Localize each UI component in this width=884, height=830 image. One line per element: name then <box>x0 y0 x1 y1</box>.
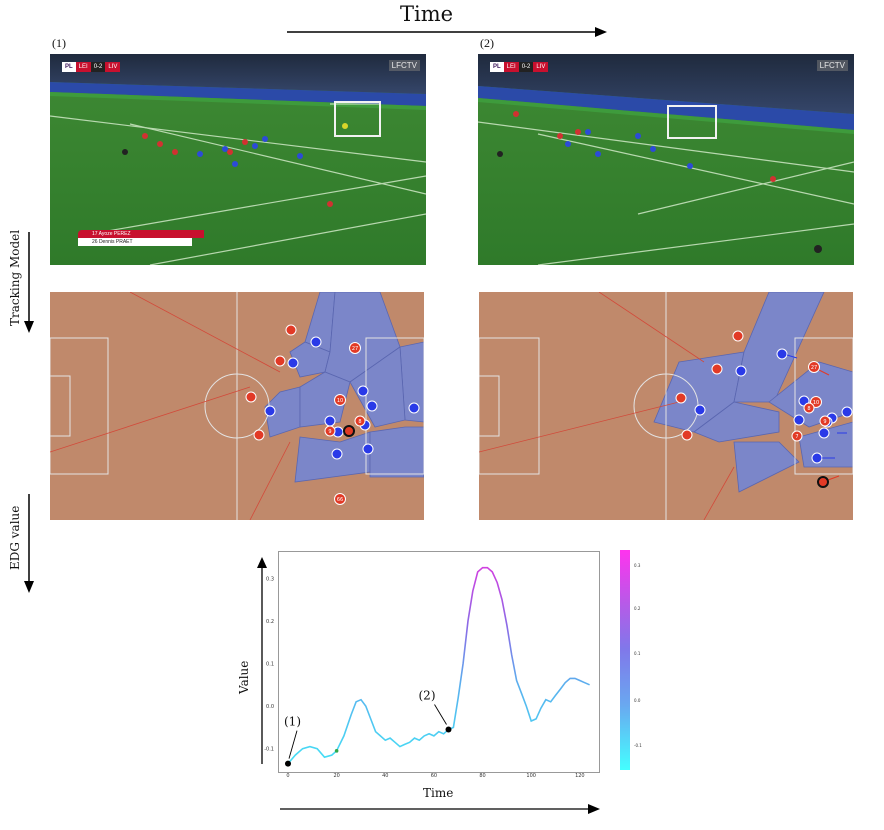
x-tick-label: 20 <box>333 773 339 779</box>
y-tick-label: 0.0 <box>266 704 274 710</box>
x-tick-label: 60 <box>431 773 437 779</box>
numbered-player <box>354 415 366 427</box>
edg-series-line <box>287 566 590 765</box>
time-arrow-bottom <box>280 804 600 814</box>
numbered-player <box>334 493 346 505</box>
channel-watermark-2: LFCTV <box>816 60 848 71</box>
annotation-point <box>445 726 452 733</box>
player-number: 9 <box>823 419 826 425</box>
tracking-pitch-1: 27 10 9 8 66 <box>50 292 424 520</box>
annotation-1: (1) <box>284 715 301 729</box>
player-number: 10 <box>337 398 343 404</box>
y-tick-label: -0.1 <box>264 747 274 753</box>
scorebug-1: PL LEI 0-2 LIV <box>62 62 121 72</box>
annotation-point <box>285 760 291 767</box>
player-number: 27 <box>352 346 358 352</box>
value-arrow <box>257 557 267 764</box>
edg-value-label: EDG value <box>8 505 22 570</box>
annotation-arrow <box>288 730 298 759</box>
series-marker <box>334 749 339 753</box>
y-tick-label: 0.2 <box>266 619 274 625</box>
edg-value-chart: 0 20 40 60 80 100 120 -0.1 0.0 0.1 0.2 0.3 (1) (2) <box>264 566 590 779</box>
broadcast-frame-2: PL LEI 0-2 LIV LFCTV <box>478 54 854 265</box>
y-tick-label: 0.1 <box>266 662 274 668</box>
scorebug-2: PL LEI 0-2 LIV <box>490 62 549 72</box>
players-frame-2 <box>497 111 822 253</box>
colorbar-tick: 0.2 <box>634 606 641 611</box>
y-tick-label: 0.3 <box>266 576 274 582</box>
away-players-pitch-1 <box>264 336 420 460</box>
frame2-label: (2) <box>480 36 494 50</box>
player-number: 66 <box>337 497 343 503</box>
numbered-player <box>791 430 803 442</box>
tracking-model-arrow <box>24 232 34 333</box>
home-players-pitch-2 <box>675 330 744 441</box>
numbered-player <box>819 415 831 427</box>
numbered-player <box>334 394 346 406</box>
edg-chart-frame <box>278 551 600 773</box>
x-tick-label: 80 <box>479 773 485 779</box>
numbered-player <box>803 402 815 414</box>
tracking-model-label: Tracking Model <box>8 229 22 326</box>
chart-ylabel: Value <box>237 660 251 694</box>
frame1-label: (1) <box>52 36 66 50</box>
colorbar-tick: -0.1 <box>634 743 642 748</box>
x-tick-label: 0 <box>286 773 289 779</box>
time-title: Time <box>400 2 454 26</box>
numbered-player <box>324 425 336 437</box>
ball-carrier-marker <box>817 476 829 488</box>
ball-carrier-marker <box>343 425 355 437</box>
player-number: 8 <box>807 406 810 412</box>
colorbar-tick: 0.0 <box>634 698 641 703</box>
tracking-pitch-2: 27 10 8 9 7 <box>479 292 853 520</box>
player-number: 7 <box>795 434 798 440</box>
annotation-2: (2) <box>419 689 436 703</box>
players-frame-1 <box>122 123 348 207</box>
annotation-arrow <box>434 704 447 725</box>
channel-watermark-1: LFCTV <box>388 60 420 71</box>
numbered-player <box>808 361 820 373</box>
chart-xlabel: Time <box>423 786 454 800</box>
player-number: 10 <box>813 400 819 406</box>
home-players-pitch-1 <box>245 324 297 441</box>
x-tick-label: 120 <box>575 773 585 779</box>
colorbar <box>620 550 630 770</box>
player-number: 9 <box>328 429 331 435</box>
time-arrow-top <box>287 27 607 37</box>
x-tick-label: 100 <box>526 773 536 779</box>
edg-value-arrow <box>24 494 34 593</box>
numbered-player <box>349 342 361 354</box>
player-caption: 17 Ayoze PEREZ 26 Dennis PRAET <box>78 230 204 246</box>
player-number: 8 <box>358 419 361 425</box>
player-number: 27 <box>811 365 817 371</box>
x-tick-label: 40 <box>382 773 388 779</box>
colorbar-tick: 0.1 <box>634 651 641 656</box>
away-players-pitch-2 <box>694 348 853 464</box>
broadcast-frame-1: PL LEI 0-2 LIV LFCTV 17 Ayoze PEREZ 26 D… <box>50 54 426 265</box>
colorbar-tick: 0.3 <box>634 563 641 568</box>
